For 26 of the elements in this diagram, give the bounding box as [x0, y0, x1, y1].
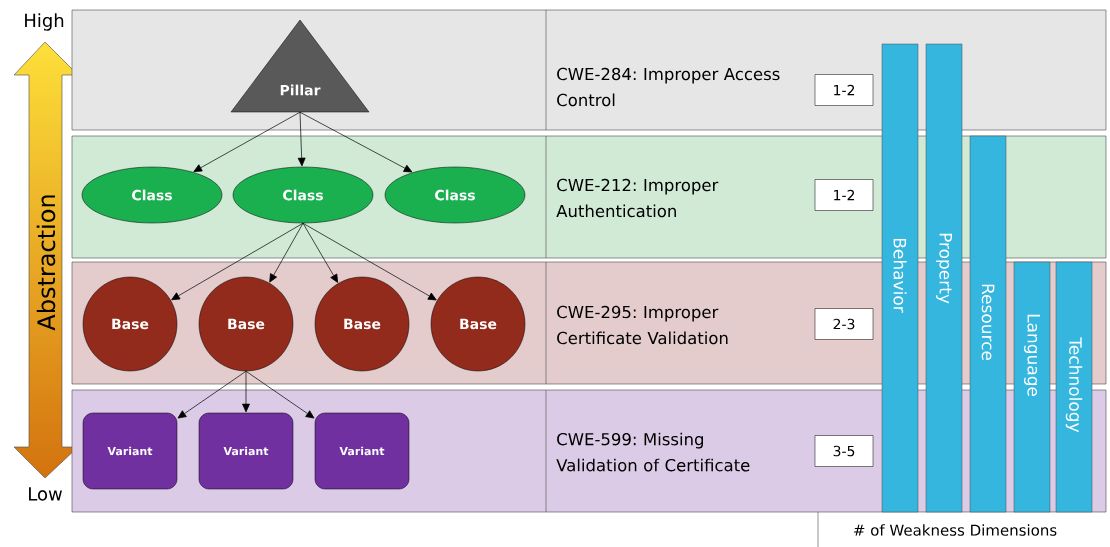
dimension-bar: Property — [925, 43, 963, 513]
arrow — [245, 370, 315, 419]
axis-label: Low — [29, 487, 62, 501]
rounded-box: Variant — [82, 412, 178, 490]
dimension-caption: # of Weakness Dimensions — [854, 524, 1057, 536]
range-box: 1-2 — [814, 74, 874, 106]
arrow — [269, 222, 304, 283]
dimension-bar: Language — [1013, 261, 1051, 513]
axis-label: Abstraction — [36, 195, 56, 331]
range-box: 2-3 — [814, 308, 874, 340]
dimension-bar: Technology — [1055, 261, 1093, 513]
range-box: 1-2 — [814, 179, 874, 211]
range-box: 3-5 — [814, 435, 874, 467]
dimension-bar: Behavior — [881, 43, 919, 513]
rounded-box: Variant — [314, 412, 410, 490]
arrow — [193, 111, 301, 172]
arrow — [171, 222, 304, 301]
axis-label: High — [25, 13, 64, 31]
arrow — [297, 111, 306, 167]
arrow — [299, 111, 413, 173]
arrow — [302, 222, 437, 301]
dimension-bar: Resource — [969, 135, 1007, 513]
arrow — [177, 370, 247, 419]
arrow — [302, 222, 339, 283]
arrow — [242, 370, 250, 413]
rounded-box: Variant — [198, 412, 294, 490]
